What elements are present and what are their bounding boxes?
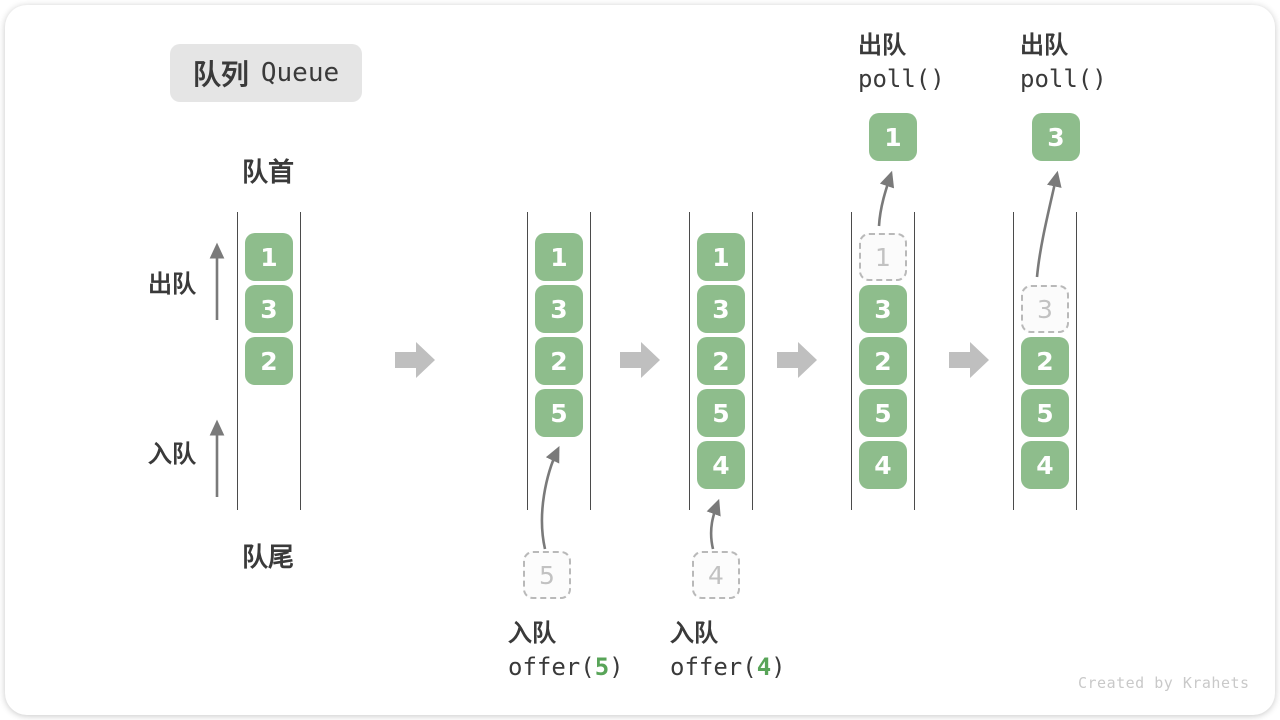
offer-code-num: 4	[756, 653, 772, 681]
dequeue-label: 出队	[148, 270, 196, 298]
queue-cell: 1	[535, 233, 583, 281]
queue-cell-removed: 3	[1021, 285, 1069, 333]
title-en: Queue	[260, 58, 340, 88]
offer-code-pre: offer(	[508, 653, 595, 681]
polled-element: 3	[1032, 113, 1080, 161]
queue-cell: 4	[1021, 441, 1069, 489]
poll-caption-code: poll()	[858, 65, 945, 93]
queue-cell-removed: 1	[859, 233, 907, 281]
transition-arrow-icon	[949, 342, 989, 378]
transition-arrow-icon	[777, 342, 817, 378]
queue-cell: 3	[245, 285, 293, 333]
queue-cell: 2	[245, 337, 293, 385]
poll-caption-code: poll()	[1020, 65, 1107, 93]
poll-caption-zh: 出队	[1020, 31, 1068, 59]
title-badge: 队列 Queue	[170, 44, 362, 102]
queue-cell: 3	[859, 285, 907, 333]
offer-caption: 入队 offer(4)	[670, 616, 786, 684]
queue-cell: 2	[1021, 337, 1069, 385]
poll-caption: 出队 poll()	[1020, 28, 1107, 96]
queue-cell: 2	[697, 337, 745, 385]
transition-arrow-icon	[620, 342, 660, 378]
queue-cell: 2	[535, 337, 583, 385]
incoming-element: 4	[692, 551, 740, 599]
offer-caption-code: offer(5)	[508, 650, 624, 684]
queue-cell: 5	[859, 389, 907, 437]
watermark: Created by Krahets	[1078, 674, 1250, 692]
queue-cell: 5	[697, 389, 745, 437]
queue-cell: 2	[859, 337, 907, 385]
offer-code-post: )	[771, 653, 786, 681]
queue-state-after-poll-1: 1 3 2 5 4	[851, 212, 915, 510]
offer-code-pre: offer(	[670, 653, 757, 681]
incoming-element: 5	[523, 551, 571, 599]
queue-state-after-poll-3: 3 2 5 4	[1013, 212, 1077, 510]
offer-caption-code: offer(4)	[670, 650, 786, 684]
front-label: 队首	[241, 158, 295, 188]
queue-state-initial: 1 3 2	[237, 212, 301, 510]
offer-caption-zh: 入队	[670, 619, 718, 647]
transition-arrow-icon	[395, 342, 435, 378]
queue-cell: 5	[535, 389, 583, 437]
queue-cell: 3	[697, 285, 745, 333]
queue-state-after-offer-5: 1 3 2 5	[527, 212, 591, 510]
queue-cell: 3	[535, 285, 583, 333]
queue-cell: 4	[859, 441, 907, 489]
poll-caption: 出队 poll()	[858, 28, 945, 96]
queue-cell: 4	[697, 441, 745, 489]
title-zh: 队列	[192, 58, 249, 91]
polled-element: 1	[869, 113, 917, 161]
offer-caption: 入队 offer(5)	[508, 616, 624, 684]
queue-state-after-offer-4: 1 3 2 5 4	[689, 212, 753, 510]
offer-code-post: )	[609, 653, 624, 681]
offer-caption-zh: 入队	[508, 619, 556, 647]
rear-label: 队尾	[241, 543, 295, 573]
enqueue-label: 入队	[148, 440, 196, 468]
queue-cell: 5	[1021, 389, 1069, 437]
queue-cell: 1	[697, 233, 745, 281]
queue-cell: 1	[245, 233, 293, 281]
poll-caption-zh: 出队	[858, 31, 906, 59]
offer-code-num: 5	[594, 653, 610, 681]
